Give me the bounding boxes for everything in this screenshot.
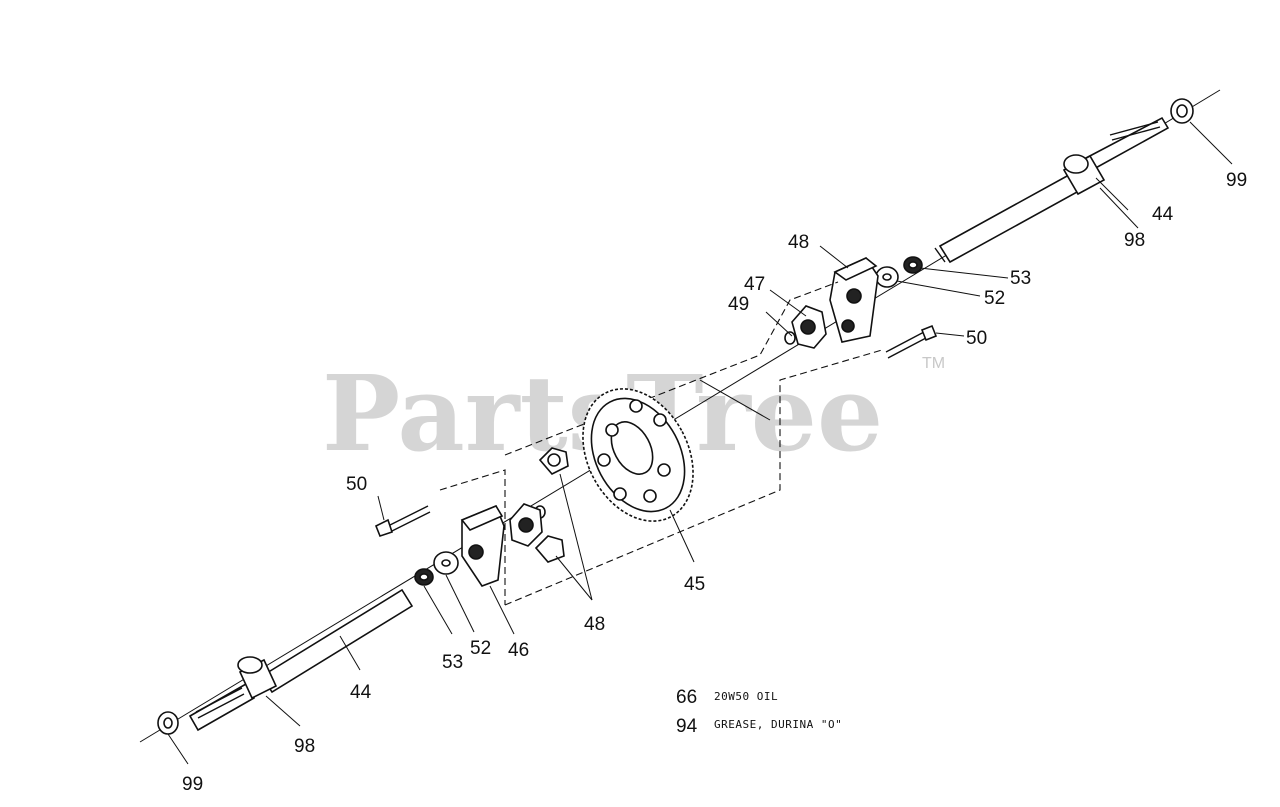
callout-45: 45 xyxy=(684,574,705,595)
ring-53-upper[interactable] xyxy=(903,256,923,274)
callout-98-top: 98 xyxy=(1124,230,1145,251)
bolt-50-right[interactable] xyxy=(885,324,938,359)
washer-49[interactable] xyxy=(784,331,796,345)
callout-44-bottom: 44 xyxy=(350,682,372,703)
cross-mark xyxy=(699,379,771,421)
bolt-50-left[interactable] xyxy=(374,505,431,537)
callout-52-top: 52 xyxy=(984,288,1005,309)
notes-legend: 66 20W50 OIL 94 GREASE, DURINA "O" xyxy=(676,687,842,737)
callout-99-top: 99 xyxy=(1226,170,1247,191)
carrier-bracket-46[interactable] xyxy=(460,504,505,587)
callout-98-bottom: 98 xyxy=(294,736,315,757)
axle-lower[interactable] xyxy=(188,588,414,732)
washer-52-upper[interactable] xyxy=(875,266,899,288)
bushing-upper[interactable] xyxy=(1062,154,1106,196)
callout-50-right: 50 xyxy=(966,328,987,349)
pinion-gear-bottom[interactable] xyxy=(534,535,565,563)
callout-49: 49 xyxy=(728,294,749,315)
ring-gear-45[interactable] xyxy=(561,370,715,541)
callout-46: 46 xyxy=(508,640,529,661)
callout-48-bottom: 48 xyxy=(584,614,605,635)
pinion-gear-top[interactable] xyxy=(538,447,569,475)
bevel-gear-lower[interactable] xyxy=(509,503,543,547)
note-2-text: GREASE, DURINA "O" xyxy=(714,718,842,731)
note-1-text: 20W50 OIL xyxy=(714,690,778,703)
axle-upper[interactable] xyxy=(934,116,1170,264)
callout-99-bottom: 99 xyxy=(182,774,203,795)
bevel-gear-47[interactable] xyxy=(791,305,827,349)
ring-53-lower[interactable] xyxy=(414,568,434,586)
callout-50-left: 50 xyxy=(346,474,367,495)
callout-48-top: 48 xyxy=(788,232,809,253)
watermark-trademark: TM xyxy=(922,355,945,372)
guide-line-3 xyxy=(439,469,506,605)
washer-99-upper[interactable] xyxy=(1170,98,1194,124)
bushing-lower[interactable] xyxy=(237,656,278,700)
callout-52-bottom: 52 xyxy=(470,638,491,659)
note-1-number: 66 xyxy=(676,687,697,708)
washer-99-lower[interactable] xyxy=(157,711,179,735)
note-2-number: 94 xyxy=(676,716,698,737)
callout-53-bottom: 53 xyxy=(442,652,463,673)
leader-lines xyxy=(167,121,1233,765)
callout-53-top: 53 xyxy=(1010,268,1031,289)
callout-47: 47 xyxy=(744,274,765,295)
callout-44-top: 44 xyxy=(1152,204,1174,225)
washer-52-lower[interactable] xyxy=(433,551,459,575)
carrier-bracket-upper[interactable] xyxy=(829,256,879,343)
guide-line-2 xyxy=(504,349,883,606)
